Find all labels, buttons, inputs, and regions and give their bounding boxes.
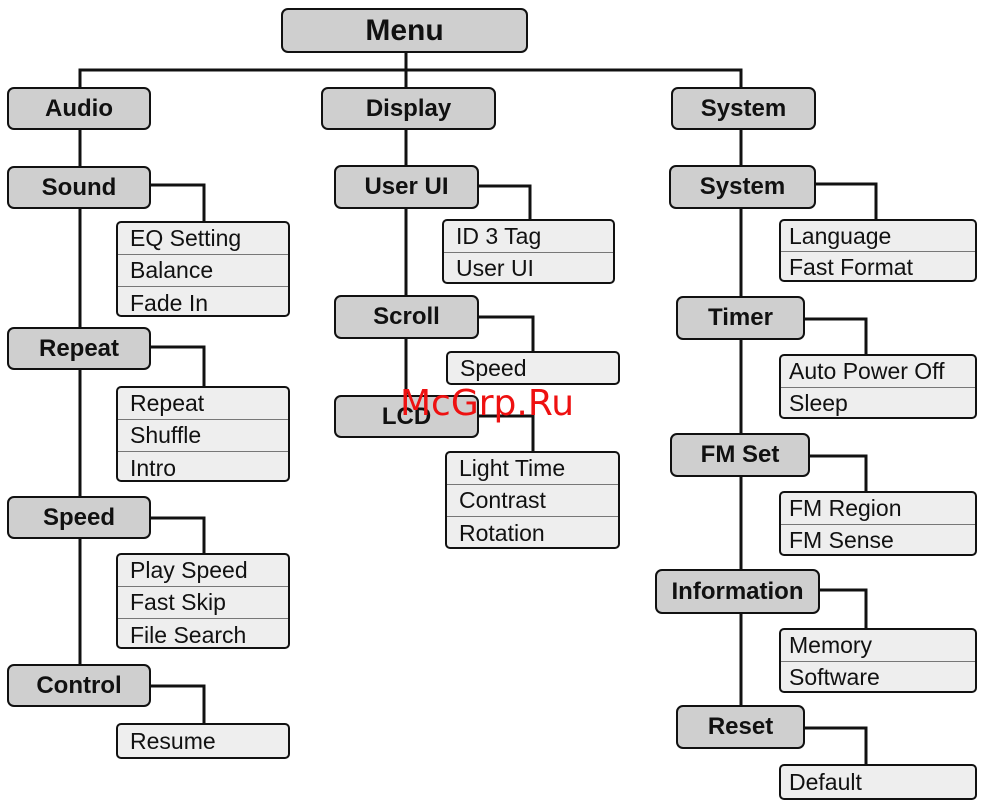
leaf-item: FM Sense (789, 527, 894, 553)
information-label: Information (671, 577, 804, 605)
display-category-label: Display (365, 94, 452, 122)
timer-label: Timer (708, 304, 773, 331)
control-label: Control (36, 671, 122, 699)
leaf-item: Fade In (130, 289, 208, 316)
watermark-text: McGrp.Ru (400, 383, 575, 424)
control-node: Control (7, 664, 151, 707)
leaf-item: User UI (456, 255, 534, 281)
speed-label: Speed (42, 503, 116, 531)
sound-node: Sound (7, 166, 151, 209)
repeat-options-box: Repeat Shuffle Intro (116, 386, 290, 482)
lcd-options-box: Light Time Contrast Rotation (445, 451, 620, 549)
leaf-item: EQ Setting (118, 223, 288, 255)
leaf-item: Repeat (118, 388, 288, 420)
sound-label: Sound (41, 173, 117, 201)
scroll-options-box: Speed (446, 351, 620, 385)
lcd-label: LCD (381, 402, 432, 430)
user-ui-label: User UI (364, 173, 449, 200)
speed-node: Speed (7, 496, 151, 539)
system-category-label: System (700, 94, 787, 122)
fm-set-node: FM Set (670, 433, 810, 477)
user-ui-node: User UI (334, 165, 479, 209)
leaf-item: FM Region (781, 493, 975, 525)
speed-options-box: Play Speed Fast Skip File Search (116, 553, 290, 649)
leaf-item: Play Speed (118, 555, 288, 587)
user-ui-options-box: ID 3 Tag User UI (442, 219, 615, 284)
repeat-label: Repeat (38, 334, 120, 362)
leaf-item: Fast Skip (118, 587, 288, 619)
repeat-node: Repeat (7, 327, 151, 370)
leaf-item: Software (789, 664, 880, 690)
reset-label: Reset (707, 713, 774, 740)
audio-category-label: Audio (45, 94, 113, 122)
leaf-item: Resume (130, 727, 216, 754)
leaf-item: Memory (781, 630, 975, 662)
leaf-item: Fast Format (789, 253, 913, 280)
menu-root-label: Menu (365, 13, 444, 47)
scroll-label: Scroll (373, 303, 440, 330)
control-options-box: Resume (116, 723, 290, 759)
leaf-item: Shuffle (118, 420, 288, 452)
leaf-item: Rotation (459, 519, 545, 546)
leaf-item: ID 3 Tag (444, 221, 613, 253)
leaf-item: Intro (130, 454, 177, 481)
system-options-box: Language Fast Format (779, 219, 977, 282)
system-sub-label: System (699, 173, 786, 200)
leaf-item: Balance (118, 255, 288, 287)
lcd-node: LCD (334, 395, 479, 438)
system-category-node: System (671, 87, 816, 130)
menu-root-node: Menu (281, 8, 528, 53)
sound-options-box: EQ Setting Balance Fade In (116, 221, 290, 317)
leaf-item: Contrast (447, 485, 618, 517)
leaf-item: Default (789, 768, 862, 795)
timer-node: Timer (676, 296, 805, 340)
leaf-item: Light Time (447, 453, 618, 485)
reset-options-box: Default (779, 764, 977, 800)
leaf-item: Speed (460, 354, 527, 381)
audio-category-node: Audio (7, 87, 151, 130)
reset-node: Reset (676, 705, 805, 749)
leaf-item: Language (781, 221, 975, 252)
fm-set-options-box: FM Region FM Sense (779, 491, 977, 556)
leaf-item: Auto Power Off (781, 356, 975, 388)
timer-options-box: Auto Power Off Sleep (779, 354, 977, 419)
system-sub-node: System (669, 165, 816, 209)
leaf-item: File Search (130, 621, 247, 648)
information-options-box: Memory Software (779, 628, 977, 693)
scroll-node: Scroll (334, 295, 479, 339)
fm-set-label: FM Set (700, 441, 780, 468)
display-category-node: Display (321, 87, 496, 130)
leaf-item: Sleep (789, 390, 848, 416)
information-node: Information (655, 569, 820, 614)
